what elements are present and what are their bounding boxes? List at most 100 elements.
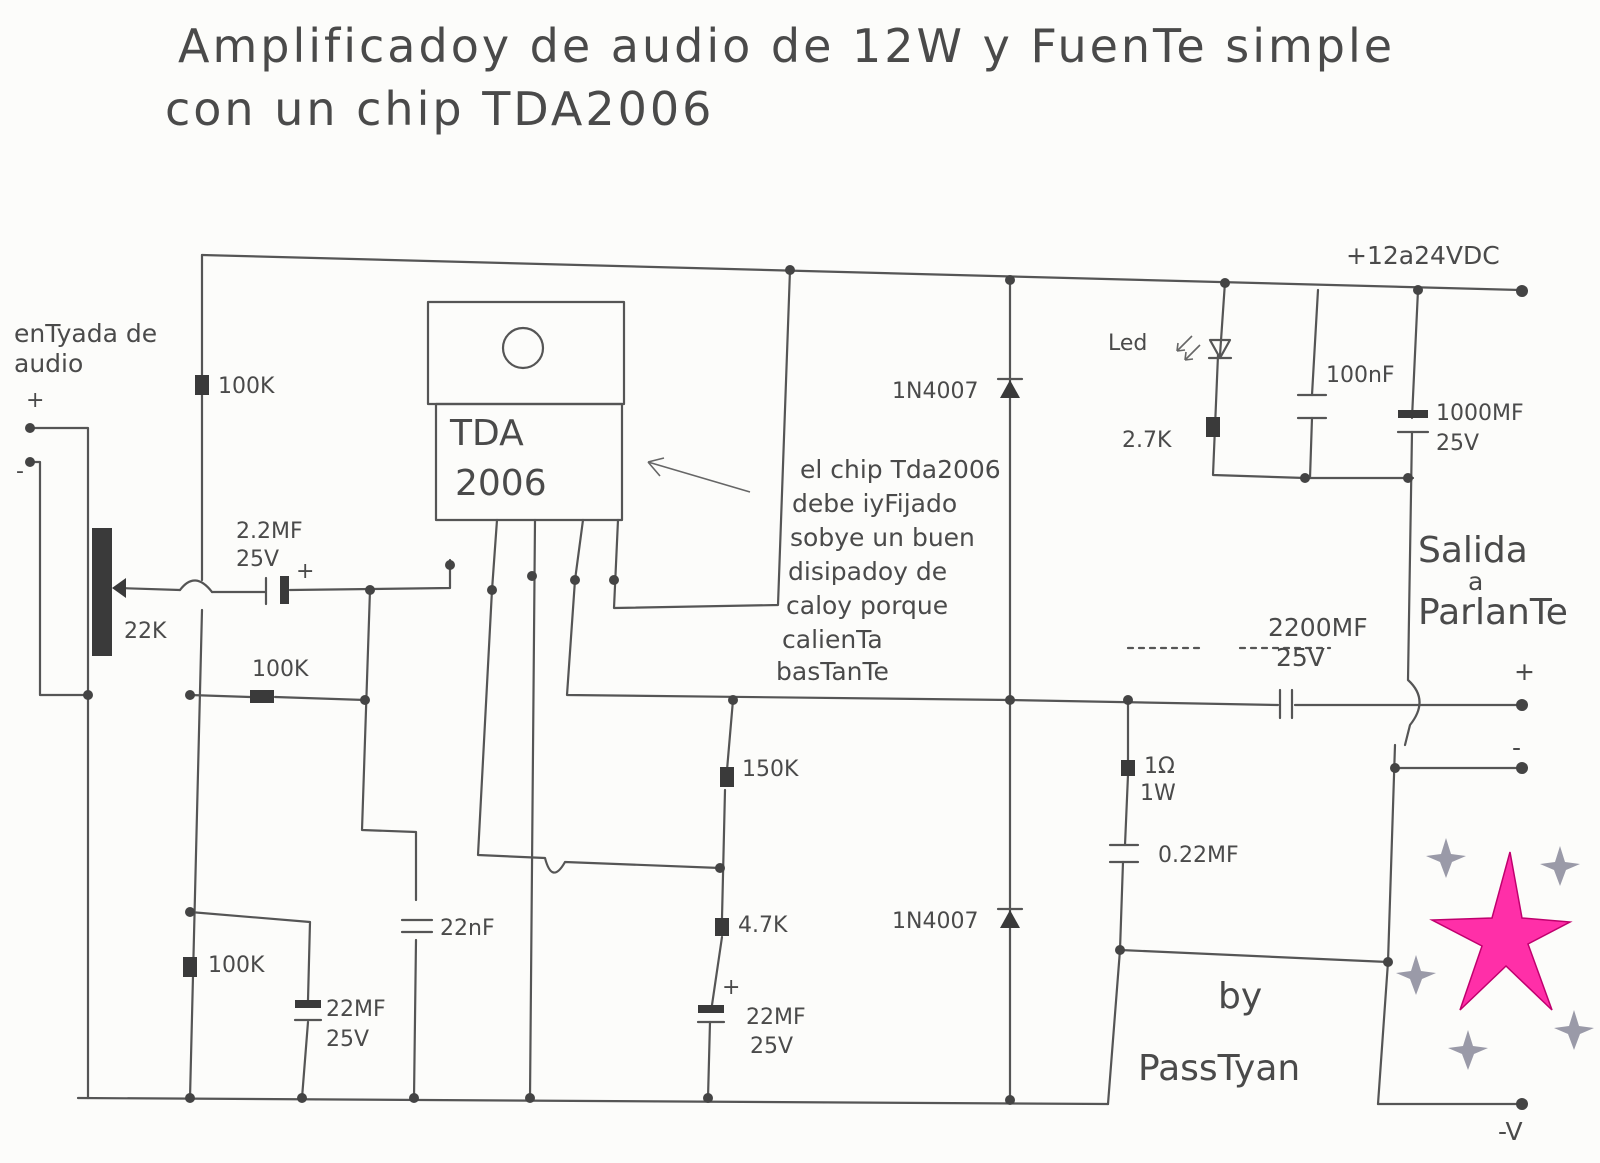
- diode-bottom: [996, 907, 1024, 928]
- label-c-out-value: 2200MF: [1268, 613, 1368, 642]
- label-r-top: 100K: [218, 374, 275, 399]
- note-line1: el chip Tda2006: [800, 455, 1001, 484]
- feedback-divider-column: [706, 698, 735, 1100]
- led-branch: [1211, 280, 1415, 480]
- capacitor-1000u: [1396, 410, 1430, 434]
- label-c-bias-voltage: 25V: [326, 1027, 369, 1052]
- input-plus-label: +: [26, 388, 44, 413]
- wiper-wire: [116, 586, 267, 594]
- negative-rail: [76, 1096, 1110, 1106]
- resistor-100k-feedback: [250, 690, 274, 703]
- note-line3: sobye un buen: [790, 523, 975, 552]
- diode-top: [996, 377, 1024, 398]
- tda2006-chip: TDA 2006: [426, 300, 626, 522]
- label-c-input-voltage: 25V: [236, 547, 279, 572]
- capacitor-2200u: [1278, 688, 1294, 720]
- label-r-zobel-value: 1Ω: [1144, 754, 1175, 779]
- pink-star-icon: [1429, 851, 1573, 1011]
- speaker-minus-column: [1386, 743, 1397, 964]
- potentiometer: [92, 528, 112, 656]
- label-c-supply-value: 1000MF: [1436, 401, 1524, 426]
- output-minus-label: -: [1512, 733, 1521, 762]
- silver-star-icon: [1540, 846, 1580, 886]
- c22nf-column: [360, 588, 418, 1100]
- resistor-2k7: [1206, 417, 1220, 437]
- supply-negative-label: -V: [1498, 1117, 1523, 1146]
- note-line6: calienTa: [782, 625, 883, 654]
- chip-label-line1: TDA: [449, 413, 524, 454]
- c100nf-branch: [1308, 288, 1320, 480]
- silver-star-icon: [1448, 1030, 1488, 1070]
- signature-line2: PassTyan: [1138, 1048, 1300, 1089]
- chip-label-line2: 2006: [455, 463, 547, 504]
- capacitor-22u-feedback: [696, 1005, 726, 1024]
- input-minus-label: -: [16, 459, 24, 484]
- label-c-bias-value: 22MF: [326, 997, 386, 1022]
- feedback-row: [188, 693, 367, 702]
- label-c-fb-voltage: 25V: [750, 1034, 793, 1059]
- note-line5: caloy porque: [786, 591, 948, 620]
- label-r-zobel-power: 1W: [1140, 781, 1176, 806]
- capacitor-100nf: [1296, 393, 1328, 420]
- label-diode-top: 1N4007: [892, 379, 978, 404]
- label-diode-bottom: 1N4007: [892, 909, 978, 934]
- label-pot: 22K: [124, 619, 167, 644]
- bias-column: [188, 253, 204, 1100]
- label-r-4k7: 4.7K: [738, 913, 788, 938]
- output-label-line2: a: [1468, 567, 1483, 596]
- label-r-bottom: 100K: [208, 953, 265, 978]
- junction-dots: [25, 265, 1528, 1110]
- label-c-input-polarity: +: [296, 559, 314, 584]
- pot-wiper-arrow: [112, 578, 126, 598]
- supply-positive-label: +12a24VDC: [1346, 241, 1500, 270]
- silver-star-icon: [1426, 838, 1466, 878]
- output-plus-label: +: [1514, 657, 1535, 686]
- input-plus-wire: [28, 426, 90, 1100]
- output-label-line3: ParlanTe: [1418, 592, 1568, 633]
- label-r-150k: 150K: [742, 757, 799, 782]
- note-line2: debe iyFijado: [792, 489, 957, 518]
- input-minus-wire: [28, 460, 90, 697]
- label-c-100nf: 100nF: [1326, 363, 1395, 388]
- title-line2: con un chip TDA2006: [165, 82, 714, 136]
- chip-pin2-wire: [528, 518, 537, 1100]
- resistor-4k7: [715, 918, 729, 936]
- input-label-line1: enTyada de: [14, 319, 157, 348]
- led: [1176, 335, 1233, 361]
- label-c-supply-voltage: 25V: [1436, 431, 1479, 456]
- input-label-line2: audio: [14, 349, 83, 378]
- label-r-feedback: 100K: [252, 657, 309, 682]
- star-decoration: [1396, 838, 1594, 1070]
- supply-cap-branch: [1403, 288, 1421, 747]
- title-line1: Amplificadoy de audio de 12W y FuenTe si…: [178, 19, 1395, 73]
- output-label-line1: Salida: [1418, 530, 1528, 571]
- chip-heatsink-tab: [426, 300, 626, 406]
- label-c-fb-polarity: +: [722, 975, 740, 1000]
- capacitor-0u22: [1108, 843, 1140, 864]
- output-line: [1008, 698, 1522, 707]
- chip-mounting-hole: [501, 326, 545, 370]
- silver-star-icon: [1396, 955, 1436, 995]
- resistor-1ohm: [1121, 760, 1135, 776]
- resistor-100k-top: [195, 375, 209, 395]
- chip-pin1-wire: [476, 518, 722, 874]
- resistor-100k-bottom: [183, 957, 197, 977]
- chip-pin4-wire: [612, 268, 792, 610]
- note-arrow: [647, 457, 751, 493]
- bias-crossover: [178, 579, 214, 594]
- label-c-out-voltage: 25V: [1276, 643, 1325, 672]
- label-c-22nf: 22nF: [440, 916, 495, 941]
- label-led: Led: [1108, 331, 1147, 356]
- chip-body: [434, 402, 624, 522]
- chip-pin3-wire: [565, 518, 1012, 702]
- note-line4: disipadoy de: [788, 557, 947, 586]
- resistor-150k: [720, 767, 734, 787]
- label-c-input-value: 2.2MF: [236, 519, 303, 544]
- label-c-fb-value: 22MF: [746, 1005, 806, 1030]
- capacitor-22u-bias: [293, 1000, 323, 1022]
- label-r-led: 2.7K: [1122, 428, 1172, 453]
- note-line7: basTanTe: [776, 657, 889, 686]
- capacitor-2u2: [264, 576, 289, 606]
